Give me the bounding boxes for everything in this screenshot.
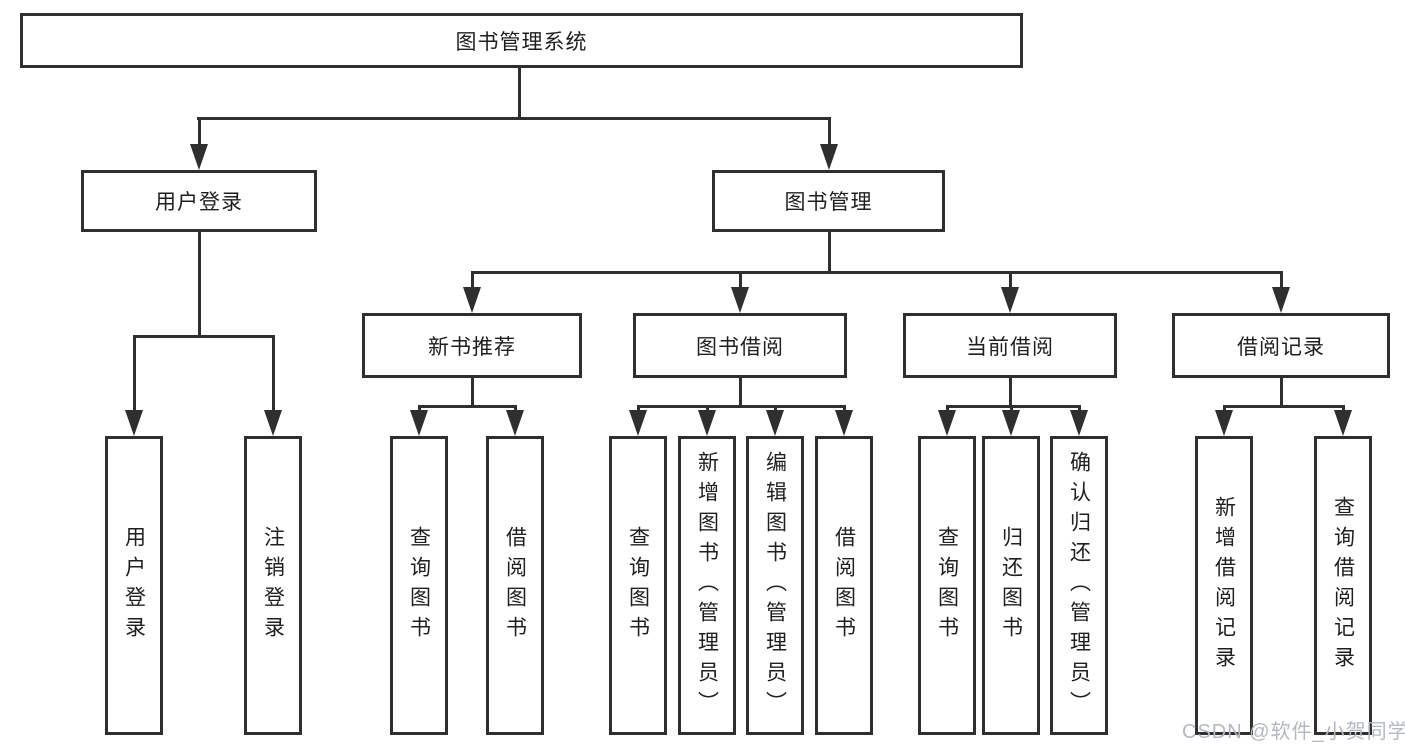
connector-line (637, 405, 846, 408)
arrow-down-icon (766, 410, 784, 436)
node-label: 查询借阅记录 (1331, 495, 1355, 676)
connector-line (272, 335, 275, 415)
arrow-down-icon (1002, 410, 1020, 436)
leaf-query-borrow-record: 查询借阅记录 (1314, 436, 1372, 735)
leaf-user-login: 用户登录 (105, 436, 163, 735)
connector-line (828, 117, 831, 149)
node-label: 图书管理系统 (455, 30, 588, 54)
leaf-add-books-admin: 新增图书（管理员） (678, 436, 736, 735)
node-label: 借阅图书 (832, 525, 856, 646)
arrow-down-icon (820, 144, 838, 170)
node-current-borrowing: 当前借阅 (903, 313, 1117, 378)
node-library-management-system: 图书管理系统 (20, 13, 1023, 68)
leaf-borrowing-query-books: 查询图书 (609, 436, 667, 735)
node-label: 查询图书 (626, 525, 650, 646)
node-user-login: 用户登录 (81, 170, 317, 232)
node-label: 确认归还（管理员） (1067, 450, 1091, 721)
arrow-down-icon (410, 410, 428, 436)
connector-line (1280, 271, 1283, 295)
arrow-down-icon (629, 410, 647, 436)
connector-line (739, 271, 742, 295)
node-borrowing-records: 借阅记录 (1172, 313, 1390, 378)
node-label: 当前借阅 (966, 335, 1054, 359)
node-label: 查询图书 (935, 525, 959, 646)
csdn-watermark: CSDN @软件_小贺同学 (1182, 721, 1405, 743)
connector-line (1009, 378, 1012, 408)
node-label: 用户登录 (155, 191, 243, 214)
node-label: 新增图书（管理员） (695, 450, 719, 721)
node-label: 编辑图书（管理员） (763, 450, 787, 721)
connector-line (1009, 271, 1012, 295)
connector-line (198, 232, 201, 338)
connector-line (471, 378, 474, 408)
node-label: 借阅图书 (503, 525, 527, 646)
arrow-down-icon (1001, 287, 1019, 313)
leaf-borrow-books: 借阅图书 (815, 436, 873, 735)
arrow-down-icon (125, 410, 143, 436)
node-label: 查询图书 (407, 525, 431, 646)
leaf-current-query-books: 查询图书 (918, 436, 976, 735)
arrow-down-icon (938, 410, 956, 436)
leaf-return-books: 归还图书 (982, 436, 1040, 735)
node-label: 归还图书 (999, 525, 1023, 646)
arrow-down-icon (1334, 410, 1352, 436)
connector-line (133, 335, 136, 415)
node-book-management: 图书管理 (712, 170, 945, 232)
node-label: 图书借阅 (696, 335, 784, 359)
connector-line (1223, 405, 1345, 408)
arrow-down-icon (190, 144, 208, 170)
connector-line (197, 117, 831, 120)
arrow-down-icon (1070, 410, 1088, 436)
connector-line (418, 405, 517, 408)
arrow-down-icon (264, 410, 282, 436)
node-book-borrowing: 图书借阅 (633, 313, 847, 378)
arrow-down-icon (1215, 410, 1233, 436)
arrow-down-icon (1272, 287, 1290, 313)
node-new-book-recommendation: 新书推荐 (362, 313, 582, 378)
node-label: 新书推荐 (428, 335, 516, 359)
connector-line (133, 335, 275, 338)
arrow-down-icon (835, 410, 853, 436)
connector-line (1280, 378, 1283, 408)
node-label: 图书管理 (784, 191, 873, 214)
node-label: 借阅记录 (1237, 335, 1325, 359)
leaf-confirm-return-admin: 确认归还（管理员） (1050, 436, 1108, 735)
leaf-logout: 注销登录 (244, 436, 302, 735)
connector-line (946, 405, 1081, 408)
node-label: 用户登录 (122, 525, 146, 646)
connector-line (828, 232, 831, 274)
leaf-edit-books-admin: 编辑图书（管理员） (746, 436, 804, 735)
leaf-recommend-query-books: 查询图书 (390, 436, 448, 735)
arrow-down-icon (698, 410, 716, 436)
node-label: 注销登录 (261, 525, 285, 646)
arrow-down-icon (731, 287, 749, 313)
arrow-down-icon (463, 287, 481, 313)
leaf-add-borrow-record: 新增借阅记录 (1195, 436, 1253, 735)
leaf-recommend-borrow-books: 借阅图书 (486, 436, 544, 735)
connector-line (471, 271, 474, 295)
connector-line (739, 378, 742, 408)
connector-line (198, 117, 201, 149)
node-label: 新增借阅记录 (1212, 495, 1236, 676)
connector-line (471, 271, 1283, 274)
arrow-down-icon (506, 410, 524, 436)
connector-line (518, 66, 521, 119)
